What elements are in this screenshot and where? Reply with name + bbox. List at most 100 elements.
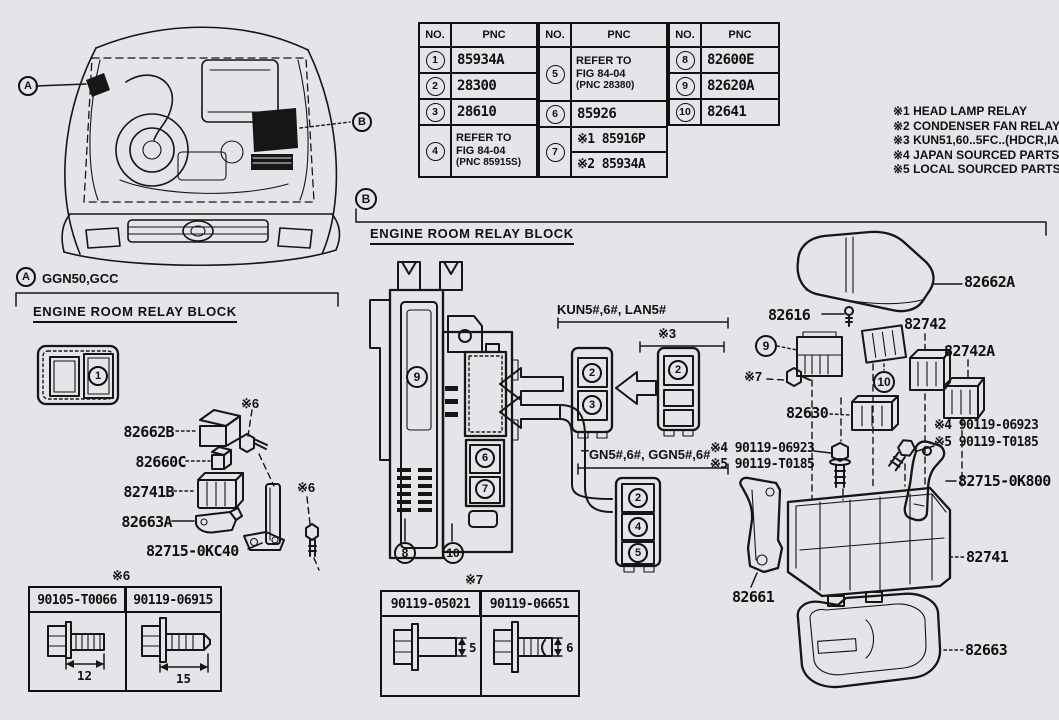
section-a-circle: A [16,267,36,287]
col-header-no: NO. [538,22,572,48]
car-callout-a: A [18,76,38,96]
kun-variant-label: KUN5#,6#, LAN5# [557,302,667,317]
no-circle-6: 6 [545,104,565,124]
callout-2-housing2: 2 [668,360,688,380]
no-circle-10: 10 [675,102,695,122]
row-no-cell: 8 [668,46,702,74]
note-line-1: ※1 HEAD LAMP RELAY [893,104,1028,118]
no-circle-1: 1 [425,50,445,70]
arrow-between-housings [615,371,657,405]
part-label-82741B: 82741B [123,483,174,501]
car-callout-b: B [352,112,372,132]
callout-9-module: 9 [406,366,428,388]
row-no-cell: 5 [538,46,572,102]
bolt-b-label-line2: ※5 90119-T0185 [934,435,1039,450]
callout-3-housing1: 3 [582,395,602,415]
callout-2-housing3: 2 [628,488,648,508]
row-no-cell: 10 [668,98,702,126]
section-a-bracket [15,292,339,307]
bolt-b-label-line1: ※4 90119-06923 [934,418,1039,433]
no-circle-7: 7 [545,142,565,162]
col-header-pnc: PNC [450,22,538,48]
relay-block-b-location [252,108,298,152]
pnc-value: 28300 [450,72,538,100]
callout-10-right: 10 [873,371,895,393]
callout-1-block-a: 1 [88,366,108,386]
star6-label-top: ※6 [241,396,260,411]
note-line-2: ※2 CONDENSER FAN RELAY [893,118,1059,133]
callout-2-housing1: 2 [582,363,602,383]
note-line-3: ※3 KUN51,60..5FC..(HDCR,IART) [893,133,1059,147]
refer-line-2: FIG 84-04 [456,144,506,157]
part-label-82742A: 82742A [944,342,995,360]
connector-band-inner [559,418,613,500]
pnc-value: 82620A [700,72,780,100]
bolt-dim-12: 12 [77,668,93,683]
col-header-no: NO. [418,22,452,48]
no-circle-8: 8 [675,50,695,70]
bolt-a-label-line1: ※4 90119-06923 [710,441,815,456]
part-label-82662A: 82662A [964,273,1015,291]
part-label-82663: 82663 [965,641,1008,659]
bolt-part-number: 90105-T0066 [37,593,117,608]
callout-5-housing3: 5 [628,543,648,563]
part-label-82663A: 82663A [121,513,172,531]
no-circle-4: 4 [425,141,445,161]
pnc-value-multiline: REFER TO FIG 84-04 (PNC 85915S) [450,124,538,178]
row-no-cell: 6 [538,100,572,128]
pnc-value-multiline: REFER TO FIG 84-04 (PNC 28380) [570,46,668,102]
pnc-table-group-3: NO. PNC 8 82600E 9 82620A 10 82641 [668,22,780,126]
table-divider [480,592,482,695]
bolt-dim-5: 5 [469,640,477,655]
col-header-pnc: PNC [570,22,668,48]
part-label-82715-0K800: 82715-0K800 [958,472,1051,490]
row-no-cell: 1 [418,46,452,74]
part-label-82661: 82661 [732,588,775,606]
left-parts-art [171,409,320,571]
pnc-value: 82641 [700,98,780,126]
note-line-5: ※5 LOCAL SOURCED PARTS [893,162,1059,176]
section-b-title: ENGINE ROOM RELAY BLOCK [370,226,574,245]
section-b-bracket [355,208,1047,236]
pnc-value-star2: ※2 85934A [570,151,668,178]
part-label-82662B: 82662B [123,423,174,441]
bolt-table-6-title: ※6 [112,568,131,583]
callout-9-right: 9 [755,335,777,357]
relay-block-a-location [86,73,110,97]
row-no-cell: 2 [418,72,452,100]
bolt-part-number: 90119-06651 [479,592,578,615]
callout-8-module: 8 [394,542,416,564]
star6-label-right: ※6 [297,480,316,495]
part-label-82741: 82741 [966,548,1009,566]
bolt-table-6-art [47,617,211,673]
col-header-pnc: PNC [700,22,780,48]
part-label-82660C: 82660C [135,453,186,471]
part-label-82742: 82742 [904,315,947,333]
note-line-4: ※4 JAPAN SOURCED PARTS [893,147,1059,162]
star7-label: ※7 [744,369,763,384]
pnc-table-group-2: NO. PNC 5 REFER TO FIG 84-04 (PNC 28380)… [538,22,668,178]
part-label-82715-0KC40: 82715-0KC40 [146,542,239,560]
refer-line-1: REFER TO [576,55,632,68]
callout-10-module: 10 [442,542,464,564]
cooling-fins [397,468,432,512]
no-circle-5: 5 [545,64,565,84]
connector-band-outer [559,404,613,513]
row-no-cell: 4 [418,124,452,178]
callout-6-module: 6 [475,448,495,468]
pnc-value-star1: ※1 85916P [570,126,668,153]
pnc-value: 82600E [700,46,780,74]
section-a-code: GGN50,GCC [42,271,119,286]
part-label-82616: 82616 [768,306,811,324]
pnc-value: 85934A [450,46,538,74]
notes-block: ※1 HEAD LAMP RELAY ※2 CONDENSER FAN RELA… [893,104,1059,177]
section-b-circle: B [355,188,377,210]
section-a-title: ENGINE ROOM RELAY BLOCK [33,304,237,323]
bolt-part-number: 90119-06915 [124,588,220,611]
bolt-part-number: 90119-05021 [390,597,471,612]
col-header-no: NO. [668,22,702,48]
row-no-cell: 7 [538,126,572,178]
no-circle-9: 9 [675,76,695,96]
no-circle-2: 2 [425,76,445,96]
bolt-table-7-art [393,621,563,673]
